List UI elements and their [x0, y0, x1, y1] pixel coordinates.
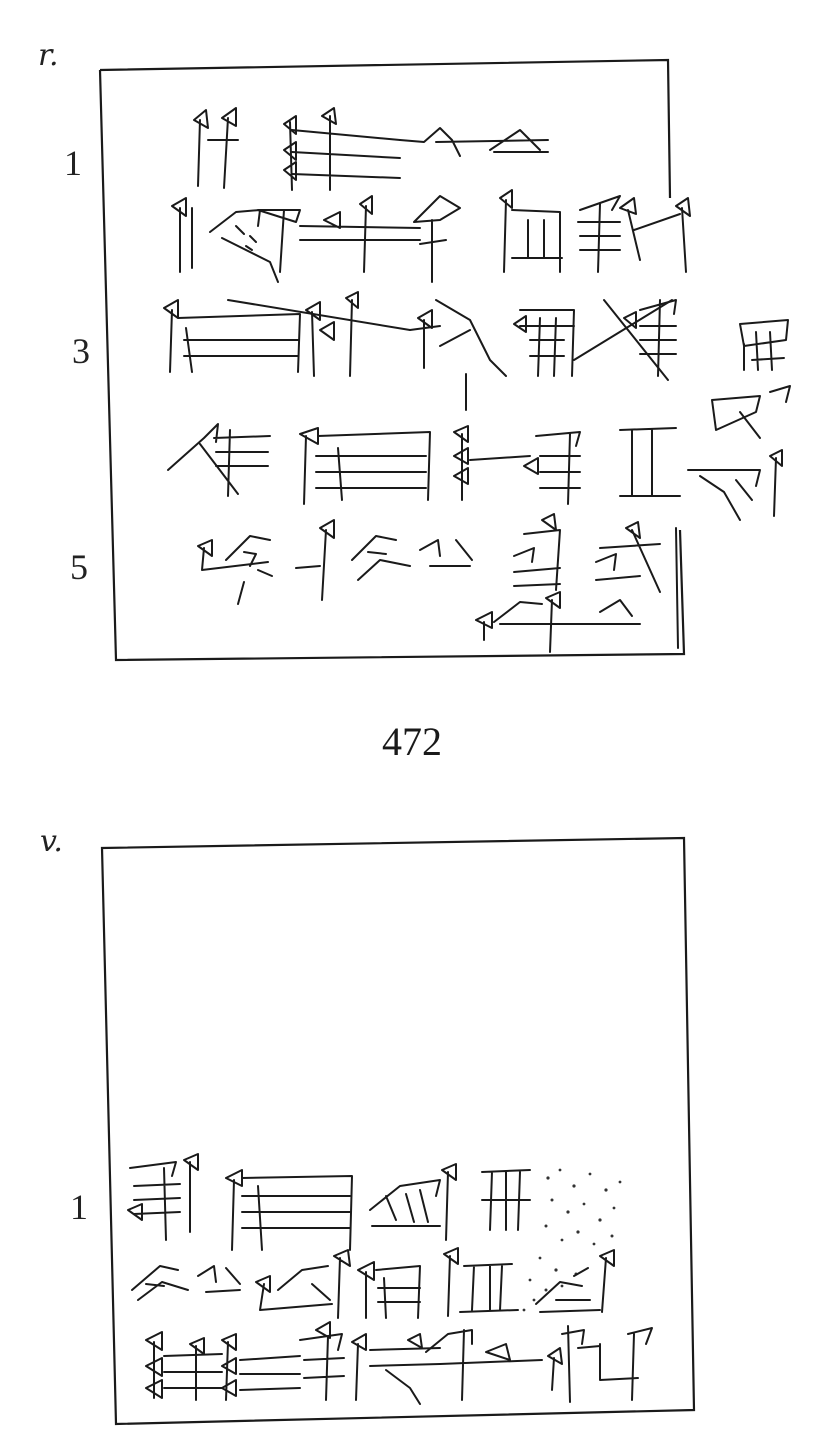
obverse-line-3-signs — [163, 291, 789, 411]
reverse-line-number-1: 1 — [70, 1187, 88, 1227]
reverse-side-label: v. — [40, 824, 63, 859]
obverse-side-label: r. — [38, 38, 59, 73]
obverse-line-1-signs — [193, 107, 549, 191]
obverse-line-2-signs — [171, 189, 691, 283]
obverse-frame — [98, 58, 686, 662]
reverse-line-2-signs — [131, 1247, 615, 1319]
reverse-line-1-signs — [127, 1153, 531, 1251]
obverse-line-5-signs — [197, 513, 679, 653]
obverse-line-number-5: 5 — [70, 547, 88, 587]
reverse-damaged-area — [522, 1168, 622, 1312]
obverse-line-number-3: 3 — [72, 331, 90, 371]
text-number: 472 — [382, 719, 442, 764]
reverse-frame — [100, 836, 696, 1426]
obverse-line-number-1: 1 — [64, 143, 82, 183]
obverse-line-4-signs — [167, 385, 791, 521]
reverse-line-3-signs — [145, 1321, 653, 1405]
